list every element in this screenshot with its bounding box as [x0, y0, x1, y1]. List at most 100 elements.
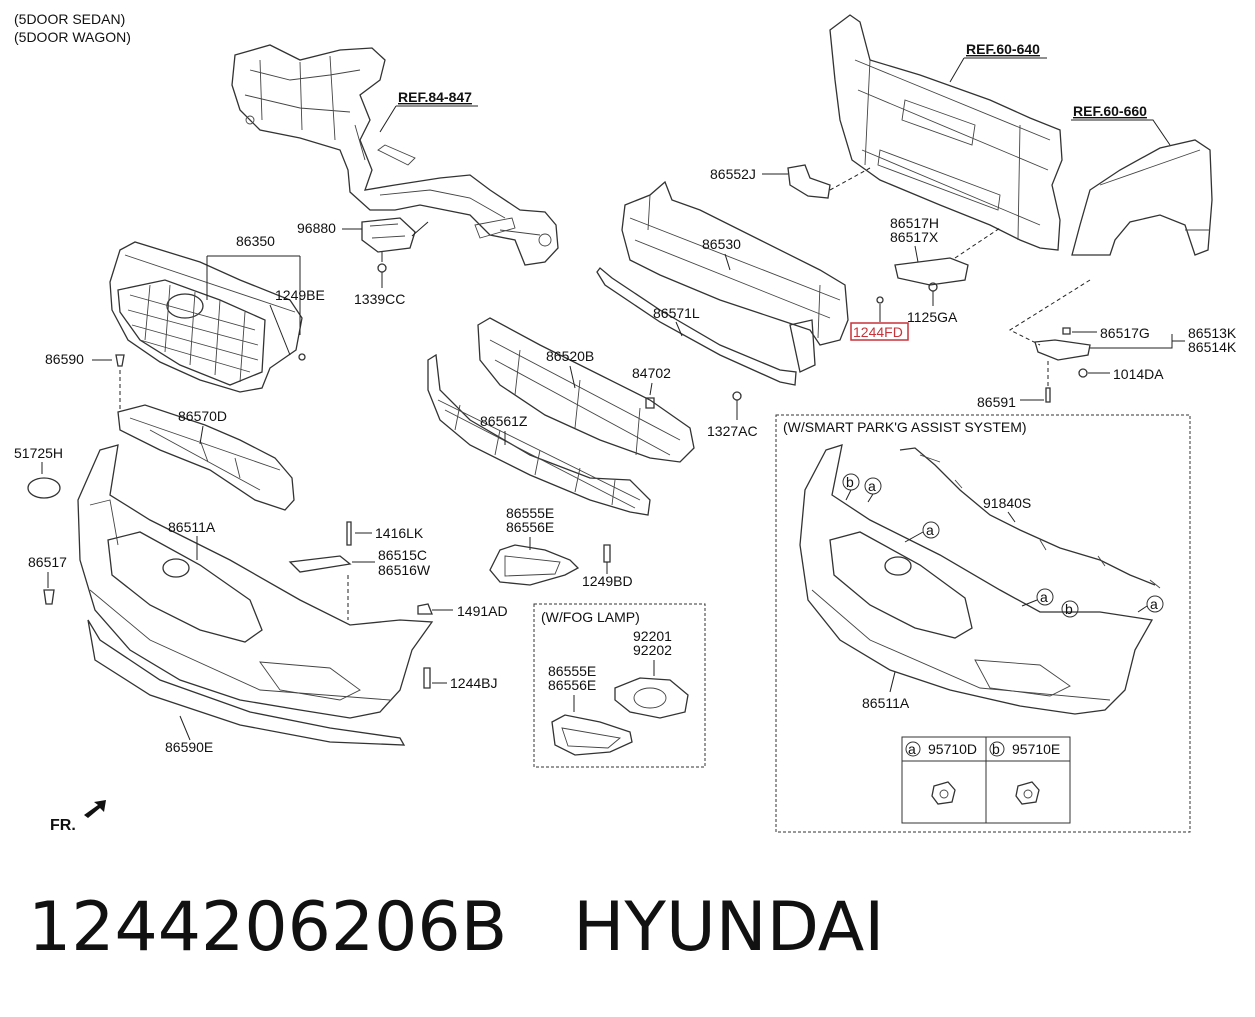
bracket-86513k-drawing — [1034, 339, 1091, 361]
part-86511a-label[interactable]: 86511A — [168, 519, 216, 535]
sensor-95710d-drawing — [931, 781, 956, 805]
screw-1249be-drawing — [298, 353, 306, 361]
fog-lamp-box — [533, 603, 706, 768]
variant-sedan-label: (5DOOR SEDAN) — [14, 11, 125, 27]
spas-box — [775, 414, 1191, 833]
part-86514k-label[interactable]: 86514K — [1188, 339, 1237, 355]
part-86513k-label[interactable]: 86513K — [1188, 325, 1237, 341]
svg-text:a: a — [926, 522, 934, 538]
part-86511a-b-label[interactable]: 86511A — [862, 695, 910, 711]
part-96880-label[interactable]: 96880 — [297, 220, 336, 236]
part-86555e-label[interactable]: 86555E — [506, 505, 554, 521]
part-86517g-label[interactable]: 86517G — [1100, 325, 1150, 341]
part-92202-label[interactable]: 92202 — [633, 642, 672, 658]
svg-text:b: b — [846, 474, 854, 490]
part-86590-label[interactable]: 86590 — [45, 351, 84, 367]
part-1339cc-label[interactable]: 1339CC — [354, 291, 405, 307]
brand-caption: HYUNDAI — [573, 888, 885, 967]
bolt-1416lk-drawing — [346, 521, 352, 546]
part-number-caption: 1244206206B — [28, 888, 508, 967]
fender-drawing — [1071, 139, 1213, 256]
bumper-beam-86530-drawing — [621, 180, 849, 373]
spas-section-title: (W/SMART PARK'G ASSIST SYSTEM) — [783, 419, 1027, 435]
svg-text:a: a — [908, 741, 916, 757]
svg-text:a: a — [1150, 596, 1158, 612]
module-96880-drawing — [361, 217, 416, 253]
part-1125ga-label[interactable]: 1125GA — [907, 309, 958, 325]
part-86517h-label[interactable]: 86517H — [890, 215, 939, 231]
radiator-grille-drawing — [109, 241, 303, 393]
part-1244fd-label[interactable]: 1244FD — [853, 324, 903, 340]
part-95710e-label[interactable]: 95710E — [1012, 741, 1060, 757]
screw-1014da-drawing — [1078, 368, 1088, 378]
part-86530-label[interactable]: 86530 — [702, 236, 741, 252]
ref-60-660-label[interactable]: REF.60-660 — [1073, 103, 1147, 119]
front-direction-label: FR. — [50, 817, 76, 834]
marker-a-2: a — [922, 521, 940, 539]
screw-1244fd-drawing — [876, 296, 884, 304]
fog-cover-86555e-b-drawing — [551, 714, 633, 756]
bracket-86517h-drawing — [894, 257, 969, 286]
clip-1491ad-drawing — [417, 603, 433, 615]
marker-a-3: a — [1036, 588, 1054, 606]
svg-text:b: b — [992, 741, 1000, 757]
part-1014da-label[interactable]: 1014DA — [1113, 366, 1164, 382]
part-1249bd-label[interactable]: 1249BD — [582, 573, 633, 589]
svg-text:a: a — [1040, 589, 1048, 605]
marker-b-2: b — [1061, 600, 1079, 618]
part-1244bj-label[interactable]: 1244BJ — [450, 675, 497, 691]
part-86520b-label[interactable]: 86520B — [546, 348, 594, 364]
lower-grille-86561z-drawing — [427, 353, 651, 516]
upper-cover-86570d-drawing — [117, 404, 295, 511]
part-51725h-label[interactable]: 51725H — [14, 445, 63, 461]
svg-text:b: b — [1065, 601, 1073, 617]
fog-cover-86555e-drawing — [489, 544, 580, 586]
bolt-1244bj-drawing — [423, 667, 431, 689]
part-86556e-label[interactable]: 86556E — [506, 519, 554, 535]
part-86552j-label[interactable]: 86552J — [710, 166, 756, 182]
wiring-91840s-drawing — [899, 447, 1156, 586]
part-86517x-label[interactable]: 86517X — [890, 229, 939, 245]
energy-absorber-86520b-drawing — [477, 317, 695, 463]
part-84702-label[interactable]: 84702 — [632, 365, 671, 381]
fog-lamp-section-title: (W/FOG LAMP) — [541, 609, 640, 625]
part-86591-label[interactable]: 86591 — [977, 394, 1016, 410]
clip-86517-drawing — [43, 589, 55, 605]
part-86590e-label[interactable]: 86590E — [165, 739, 213, 755]
absorber-strip-86571l-drawing — [596, 267, 797, 386]
caption: 1244206206B HYUNDAI — [28, 888, 884, 967]
front-bumper-86511a-drawing — [77, 444, 434, 746]
part-86517-label[interactable]: 86517 — [28, 554, 67, 570]
part-86350-label[interactable]: 86350 — [236, 233, 275, 249]
part-86571l-label[interactable]: 86571L — [653, 305, 700, 321]
ref-84-847-label[interactable]: REF.84-847 — [398, 89, 472, 105]
ref-60-640-label[interactable]: REF.60-640 — [966, 41, 1040, 57]
molding-86515c-drawing — [288, 555, 352, 573]
part-1416lk-label[interactable]: 1416LK — [375, 525, 424, 541]
part-92201-label[interactable]: 92201 — [633, 628, 672, 644]
part-86555e-b-label[interactable]: 86555E — [548, 663, 596, 679]
part-1249be-label[interactable]: 1249BE — [275, 287, 325, 303]
part-86570d-label[interactable]: 86570D — [178, 408, 227, 424]
bolt-86591-drawing — [1045, 387, 1051, 403]
part-95710d-label[interactable]: 95710D — [928, 741, 977, 757]
clip-86590-drawing — [115, 354, 125, 367]
bracket-86552j-drawing — [787, 164, 831, 199]
clip-86517g-drawing — [1062, 327, 1071, 335]
part-1491ad-label[interactable]: 1491AD — [457, 603, 508, 619]
part-86561z-label[interactable]: 86561Z — [480, 413, 528, 429]
part-91840s-label[interactable]: 91840S — [983, 495, 1031, 511]
part-1327ac-label[interactable]: 1327AC — [707, 423, 758, 439]
fog-lamp-92201-drawing — [614, 677, 689, 719]
part-86556e-b-label[interactable]: 86556E — [548, 677, 596, 693]
sensor-legend-table: a 95710D b 95710E — [901, 736, 1071, 824]
part-86515c-label[interactable]: 86515C — [378, 547, 427, 563]
part-86516w-label[interactable]: 86516W — [378, 562, 431, 578]
bolt-1339cc-drawing — [377, 263, 387, 273]
front-end-carrier-drawing — [829, 14, 1063, 251]
svg-text:a: a — [868, 478, 876, 494]
bolt-1249bd-drawing — [603, 544, 611, 563]
front-bumper-86511a-spas-drawing — [799, 444, 1154, 715]
marker-b-1: b — [842, 473, 860, 491]
highlight-box — [850, 322, 909, 341]
